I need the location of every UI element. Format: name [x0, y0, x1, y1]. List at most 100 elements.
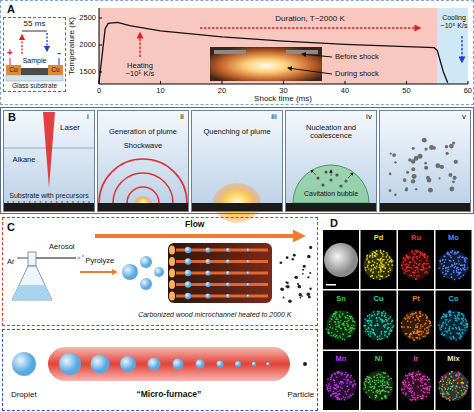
- eds-maps: [410, 385, 412, 387]
- eds-maps: [414, 253, 416, 255]
- eds-maps: [339, 390, 341, 392]
- eds-maps: [370, 333, 372, 335]
- eds-maps: [416, 251, 418, 253]
- eds-maps: [401, 326, 403, 328]
- eds-maps: [420, 326, 422, 328]
- step-text: Quenching of plume: [203, 128, 270, 136]
- eds-maps: [385, 395, 387, 397]
- eds-maps: [452, 328, 454, 330]
- eds-maps: [383, 390, 385, 392]
- axis-tick: 20: [218, 87, 226, 95]
- eds-maps: [466, 323, 468, 325]
- laser-process-art: [453, 176, 457, 180]
- eds-maps: [421, 382, 423, 384]
- step-text: Substrate with precursors: [8, 192, 89, 200]
- eds-maps: [389, 268, 391, 270]
- eds-map: Co: [436, 291, 472, 350]
- eds-maps: [409, 373, 411, 375]
- element-label: Co: [449, 294, 459, 302]
- eds-maps: [439, 250, 469, 280]
- eds-maps: [461, 336, 463, 338]
- eds-maps: [377, 377, 379, 379]
- eds-maps: [457, 378, 459, 380]
- eds-map: Pd: [361, 230, 397, 289]
- eds-maps: [347, 374, 349, 376]
- eds-maps: [388, 275, 390, 277]
- gas-label: Ar: [7, 258, 15, 266]
- eds-maps: [414, 270, 416, 272]
- eds-maps: [376, 318, 378, 320]
- aerosol-setup: [173, 359, 184, 370]
- step-background: [285, 110, 377, 212]
- laser-process-art: [344, 179, 347, 182]
- eds-maps: [367, 328, 369, 330]
- eds-map: Mn: [323, 351, 359, 410]
- aerosol-setup: [293, 254, 296, 257]
- eds-maps: [350, 377, 352, 379]
- eds-maps: [334, 388, 336, 390]
- eds-maps: [335, 392, 337, 394]
- eds-maps: [451, 276, 453, 278]
- eds-maps: [378, 391, 380, 393]
- eds-maps: [449, 314, 451, 316]
- eds-maps: [387, 386, 389, 388]
- eds-maps: [461, 313, 463, 315]
- annotation: Heating ~10⁵ K/s: [119, 62, 161, 79]
- axis-tick: 50: [402, 87, 410, 95]
- eds-maps: [405, 394, 407, 396]
- eds-maps: [407, 378, 409, 380]
- eds-maps: [365, 270, 367, 272]
- aerosol-setup: [12, 266, 52, 300]
- eds-maps: [373, 251, 375, 253]
- eds-maps: [382, 255, 384, 257]
- eds-maps: [381, 398, 383, 400]
- eds-maps: [381, 390, 383, 392]
- eds-maps: [406, 267, 408, 269]
- eds-maps: [426, 316, 428, 318]
- eds-maps: [380, 381, 382, 383]
- eds-maps: [447, 392, 449, 394]
- eds-maps: [347, 391, 349, 393]
- eds-maps: [337, 398, 339, 400]
- eds-maps: [461, 313, 463, 315]
- aerosol-setup: [185, 270, 191, 276]
- eds-maps: [381, 333, 383, 335]
- panel: DPdRuMoSnCuPtCoMnNiIrMix: [322, 216, 474, 412]
- eds-maps: [443, 265, 445, 267]
- eds-maps: [408, 258, 410, 260]
- eds-maps: [344, 321, 346, 323]
- laser-process-art: [406, 171, 409, 174]
- eds-maps: [410, 314, 412, 316]
- eds-maps: [388, 327, 390, 329]
- eds-maps: [374, 255, 376, 257]
- eds-maps: [451, 252, 453, 254]
- laser-process-art: [324, 170, 327, 173]
- eds-maps: [449, 399, 451, 401]
- circuit-schematic: [46, 33, 47, 51]
- eds-maps: [352, 394, 354, 396]
- eds-maps: [389, 256, 391, 258]
- eds-maps: [457, 317, 459, 319]
- aerosol-setup: [169, 246, 175, 255]
- aerosol-setup: [196, 360, 205, 369]
- eds-maps: [421, 334, 423, 336]
- eds-maps: [459, 387, 461, 389]
- eds-maps: [418, 374, 420, 376]
- eds-maps: [389, 333, 391, 335]
- eds-maps: [422, 378, 424, 380]
- eds-maps: [458, 371, 460, 373]
- eds-maps: [366, 320, 368, 322]
- eds-maps: [450, 388, 452, 390]
- eds-maps: [462, 386, 464, 388]
- eds-maps: [331, 375, 333, 377]
- eds-maps: [334, 388, 336, 390]
- substrate: [192, 203, 283, 212]
- eds-maps: [352, 320, 354, 322]
- eds-maps: [408, 264, 410, 266]
- eds-maps: [384, 377, 386, 379]
- eds-maps: [465, 318, 467, 320]
- eds-maps: [384, 324, 386, 326]
- eds-maps: [407, 270, 409, 272]
- eds-maps: [383, 271, 385, 273]
- eds-maps: [445, 259, 447, 261]
